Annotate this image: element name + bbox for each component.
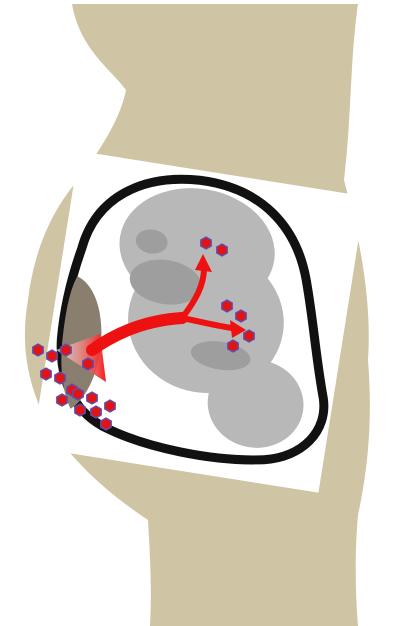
molecule-icon <box>41 368 51 380</box>
molecule-icon <box>236 310 246 322</box>
molecule-icon <box>83 358 93 370</box>
molecule-icon <box>105 400 115 412</box>
molecule-icon <box>217 244 227 256</box>
molecule-icon <box>75 404 85 416</box>
molecule-icon <box>244 330 254 342</box>
molecule-icon <box>201 237 211 249</box>
molecule-icon <box>55 372 65 384</box>
molecule-icon <box>228 340 238 352</box>
molecule-icon <box>61 344 71 356</box>
molecule-icon <box>91 406 101 418</box>
molecule-icon <box>47 350 57 362</box>
molecule-icon <box>33 344 43 356</box>
molecule-icon <box>87 392 97 404</box>
molecule-icon <box>222 300 232 312</box>
molecule-icon <box>101 418 111 430</box>
molecule-icon <box>57 394 67 406</box>
molecule-icon <box>73 388 83 400</box>
